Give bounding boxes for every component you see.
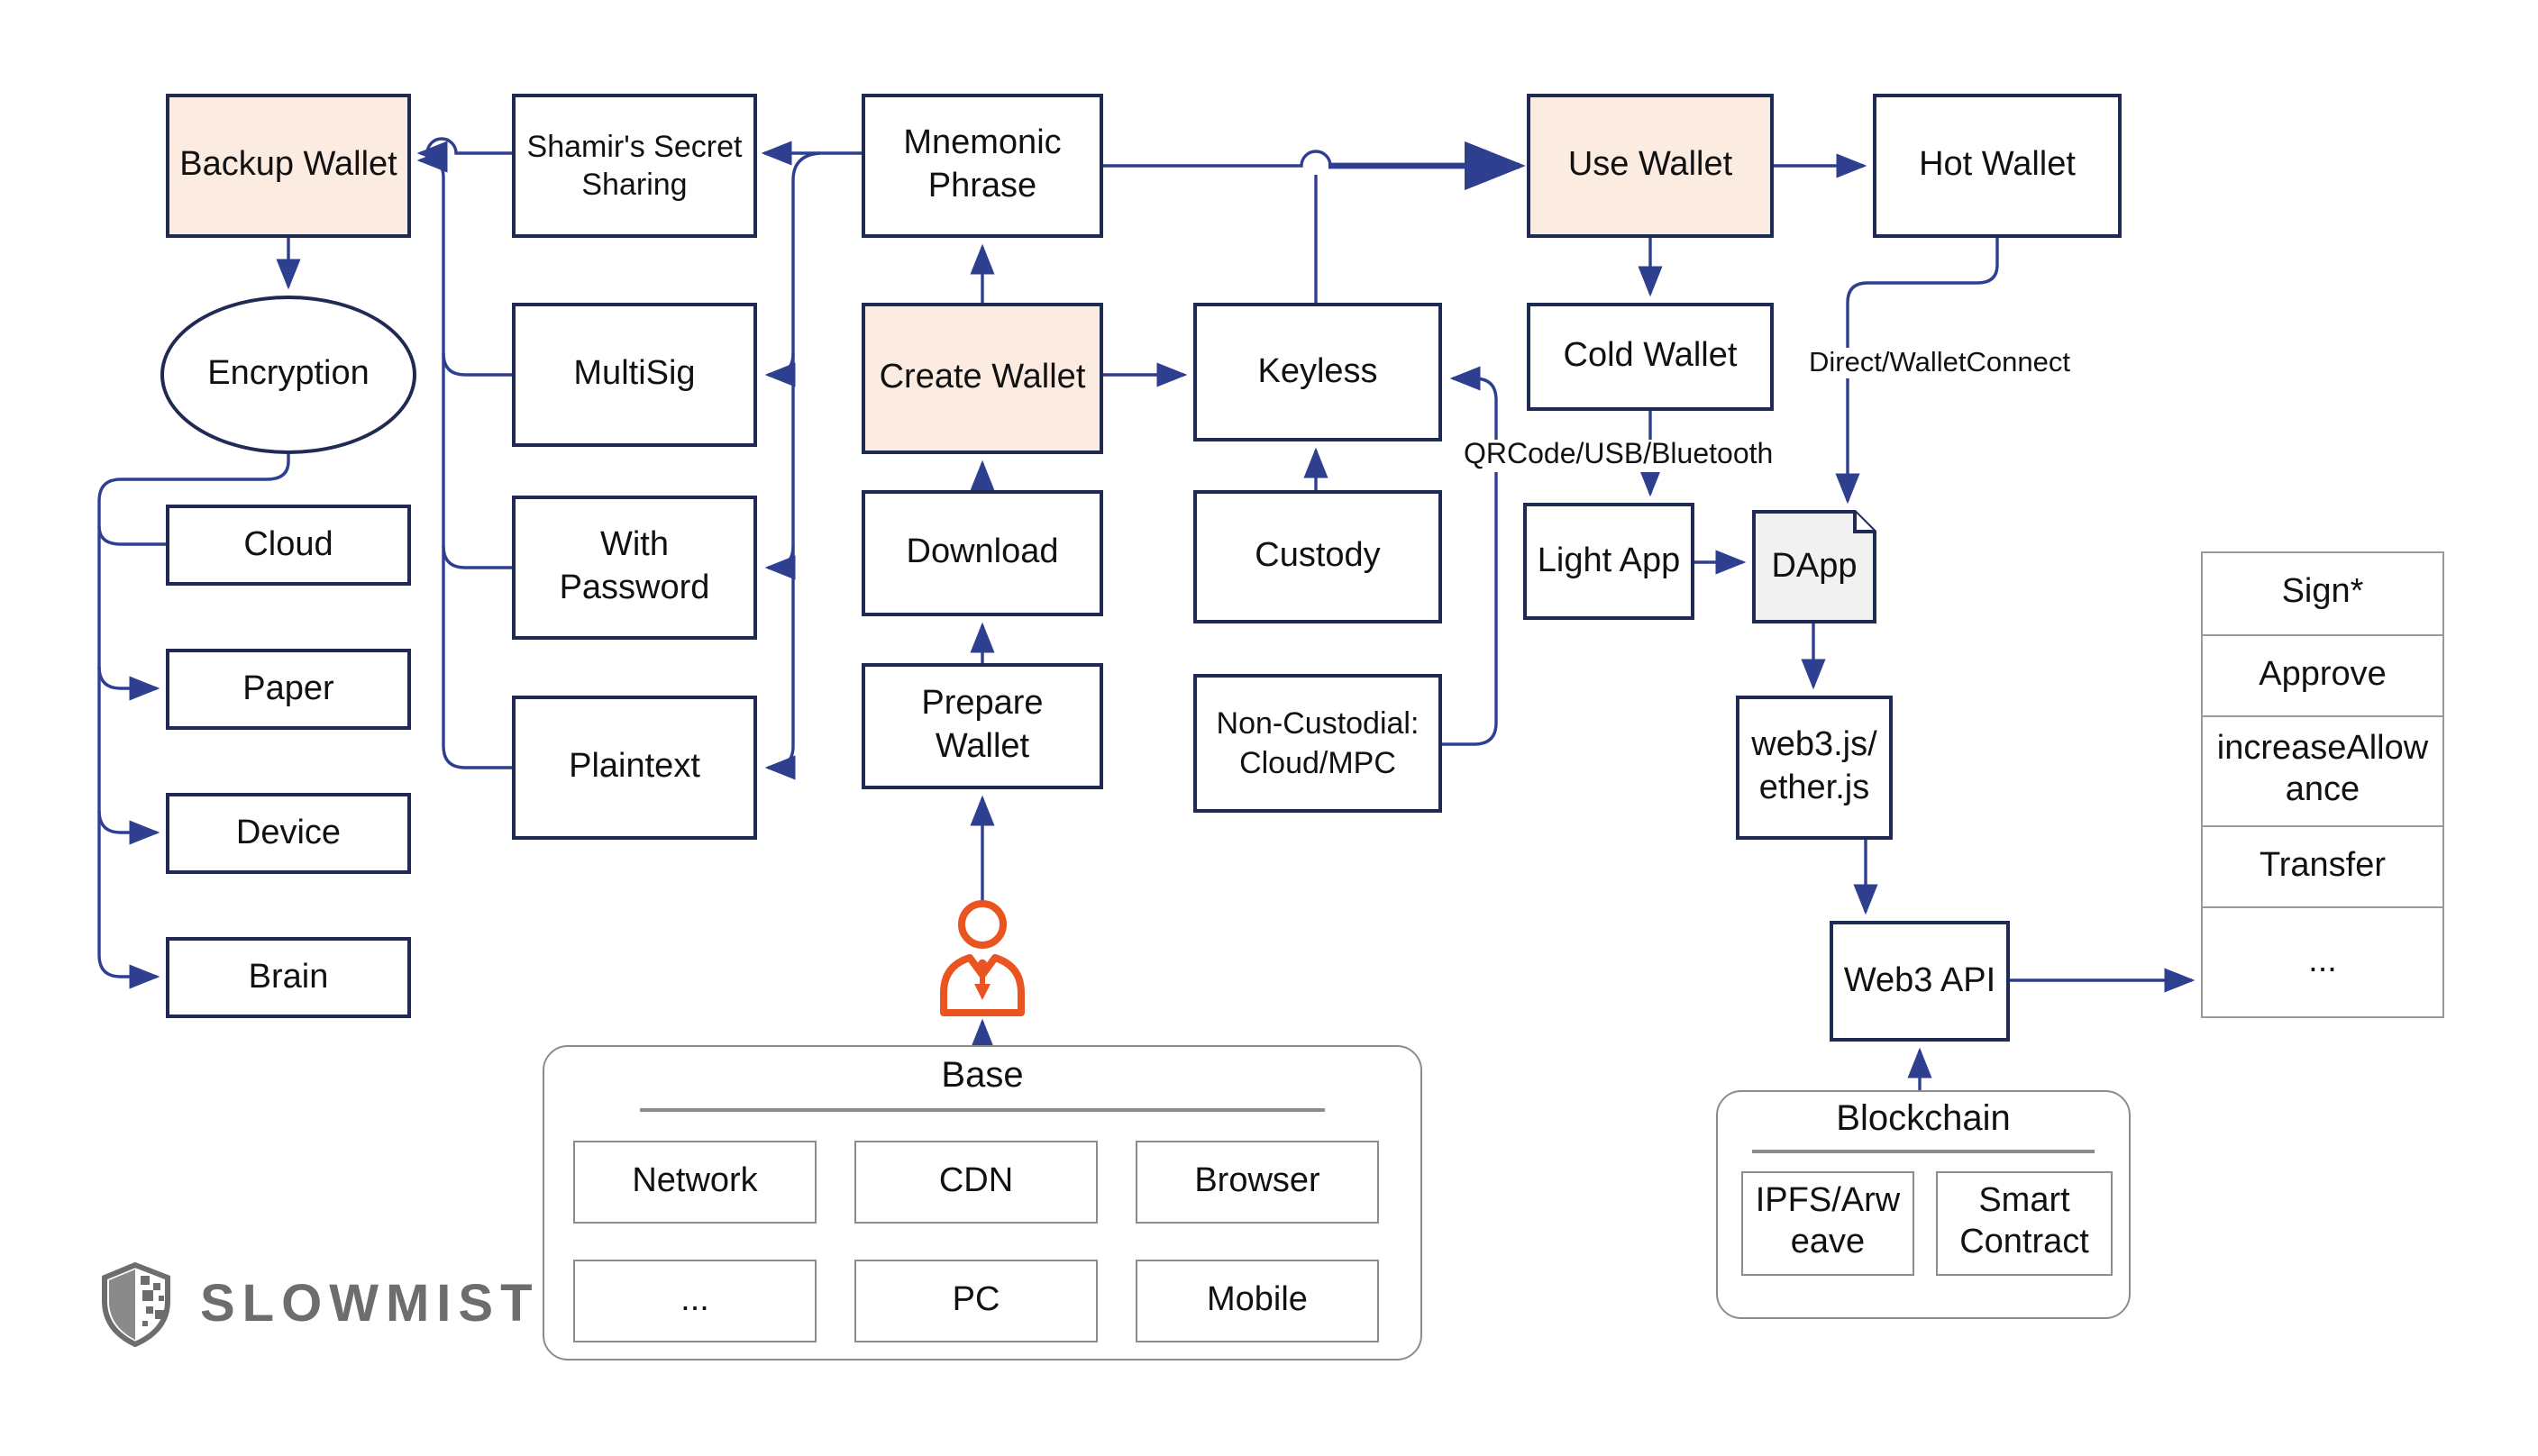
blockchain-item-ipfs-arweave: IPFS/Arweave <box>1741 1171 1914 1276</box>
node-backup-wallet: Backup Wallet <box>166 94 411 238</box>
node-device: Device <box>166 793 411 874</box>
base-item-cdn: CDN <box>854 1141 1098 1224</box>
slowmist-logo: SLOWMIST <box>99 1261 540 1348</box>
node-cold-wallet: Cold Wallet <box>1527 303 1774 411</box>
node-plaintext: Plaintext <box>512 696 757 840</box>
base-title-underline <box>640 1108 1325 1111</box>
node-custody: Custody <box>1193 490 1442 623</box>
user-person-icon <box>940 900 1025 1016</box>
list-item-approve: Approve <box>2201 633 2444 718</box>
node-create-wallet: Create Wallet <box>862 303 1103 454</box>
base-item-pc: PC <box>854 1260 1098 1342</box>
base-title: Base <box>941 1056 1024 1096</box>
node-light-app: Light App <box>1523 503 1694 620</box>
node-keyless: Keyless <box>1193 303 1442 441</box>
base-item-mobile: Mobile <box>1136 1260 1379 1342</box>
list-item-increaseallowance: increaseAllowance <box>2201 715 2444 827</box>
node-dapp: DApp <box>1771 547 1858 585</box>
node-paper: Paper <box>166 649 411 730</box>
node-encryption: Encryption <box>160 296 416 454</box>
list-item-sign: Sign* <box>2201 551 2444 636</box>
node-shamir-secret-sharing: Shamir's Secret Sharing <box>512 94 757 238</box>
blockchain-title-underline <box>1752 1150 2095 1152</box>
base-item-network: Network <box>573 1141 817 1224</box>
node-with-password: With Password <box>512 496 757 640</box>
node-download: Download <box>862 490 1103 616</box>
blockchain-title: Blockchain <box>1836 1099 2011 1139</box>
blockchain-item-smart-contract: Smart Contract <box>1936 1171 2113 1276</box>
node-prepare-wallet: Prepare Wallet <box>862 663 1103 789</box>
edge-label-qrcode-usb-bluetooth: QRCode/USB/Bluetooth <box>1460 440 1773 472</box>
node-mnemonic-phrase: Mnemonic Phrase <box>862 94 1103 238</box>
node-hot-wallet: Hot Wallet <box>1873 94 2122 238</box>
node-web3-api: Web3 API <box>1830 921 2010 1042</box>
list-item-more: ... <box>2201 906 2444 1018</box>
node-multisig: MultiSig <box>512 303 757 447</box>
node-non-custodial: Non-Custodial: Cloud/MPC <box>1193 674 1442 813</box>
node-cloud: Cloud <box>166 505 411 586</box>
list-item-transfer: Transfer <box>2201 824 2444 909</box>
base-item-more: ... <box>573 1260 817 1342</box>
slowmist-logo-text: SLOWMIST <box>200 1275 540 1333</box>
node-brain: Brain <box>166 937 411 1018</box>
base-item-browser: Browser <box>1136 1141 1379 1224</box>
node-use-wallet: Use Wallet <box>1527 94 1774 238</box>
node-web3js-etherjs: web3.js/ether.js <box>1736 696 1893 840</box>
slowmist-shield-icon <box>102 1261 170 1348</box>
edge-label-direct-walletconnect: Direct/WalletConnect <box>1804 348 2075 379</box>
